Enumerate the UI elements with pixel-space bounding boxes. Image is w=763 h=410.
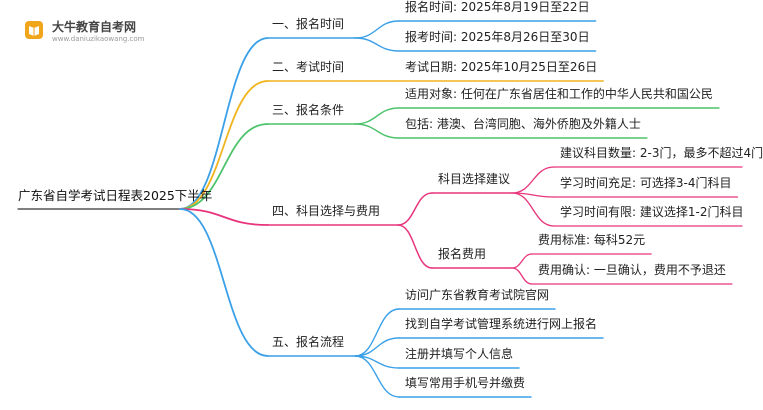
group-1-label: 科目选择建议: [438, 172, 511, 186]
branch-2-label: 二、考试时间: [272, 60, 345, 74]
group-link: [397, 192, 433, 226]
leaf-link: [354, 308, 400, 357]
branch-link: [179, 80, 269, 210]
branch-5-leaf-2: 找到自学考试管理系统进行网上报名: [405, 317, 598, 331]
leaf-link: [354, 107, 400, 125]
leaf-link: [354, 123, 400, 139]
branch-1-leaf-1: 报名时间: 2025年8月19日至22日: [405, 0, 590, 14]
branch-5-leaf-4: 填写常用手机号并缴费: [405, 376, 526, 390]
leaf-link: [511, 267, 533, 285]
group-2-leaf-2: 费用确认: 一旦确认，费用不予退还: [538, 263, 726, 277]
group-2-label: 报名费用: [438, 247, 487, 261]
branch-5-label: 五、报名流程: [272, 335, 345, 349]
leaf-link: [511, 253, 533, 269]
branch-5-leaf-3: 注册并填写个人信息: [405, 347, 514, 361]
root-topic: 广东省自学考试日程表2025下半年: [18, 188, 213, 203]
leaf-link: [354, 20, 400, 39]
leaf-link: [354, 355, 400, 398]
group-2-leaf-1: 费用标准: 每科52元: [538, 233, 646, 247]
group-link: [397, 224, 433, 269]
branch-link: [179, 208, 269, 357]
book-logo-icon: [25, 21, 43, 39]
branch-5-leaf-1: 访问广东省教育考试院官网: [405, 288, 550, 302]
branch-2-leaf-1: 考试日期: 2025年10月25日至26日: [405, 60, 598, 74]
leaf-link: [354, 337, 400, 357]
leaf-link: [511, 166, 555, 194]
brand-url: www.daniuzikaowang.com: [52, 35, 145, 43]
branch-link: [179, 37, 269, 210]
branch-3-label: 三、报名条件: [272, 103, 345, 117]
branch-1-label: 一、报名时间: [272, 17, 345, 31]
brand-logo: 大牛教育自考网 www.daniuzikaowang.com: [22, 14, 162, 48]
leaf-link: [354, 37, 400, 52]
branch-1-leaf-2: 报考时间: 2025年8月26日至30日: [405, 30, 590, 44]
group-1-leaf-2: 学习时间充足: 可选择3-4门科目: [560, 176, 732, 190]
group-1-leaf-3: 学习时间有限: 建议选择1-2门科目: [560, 205, 744, 219]
branch-3-leaf-2: 包括: 港澳、台湾同胞、海外侨胞及外籍人士: [405, 117, 641, 131]
brand-name: 大牛教育自考网: [52, 20, 137, 34]
branch-link: [179, 123, 269, 210]
branch-3-leaf-1: 适用对象: 任何在广东省居住和工作的中华人民共和国公民: [405, 87, 713, 101]
branch-4-label: 四、科目选择与费用: [272, 204, 381, 218]
group-1-leaf-1: 建议科目数量: 2-3门，最多不超过4门: [560, 146, 763, 160]
branch-link: [179, 208, 269, 226]
leaf-link: [511, 192, 555, 227]
